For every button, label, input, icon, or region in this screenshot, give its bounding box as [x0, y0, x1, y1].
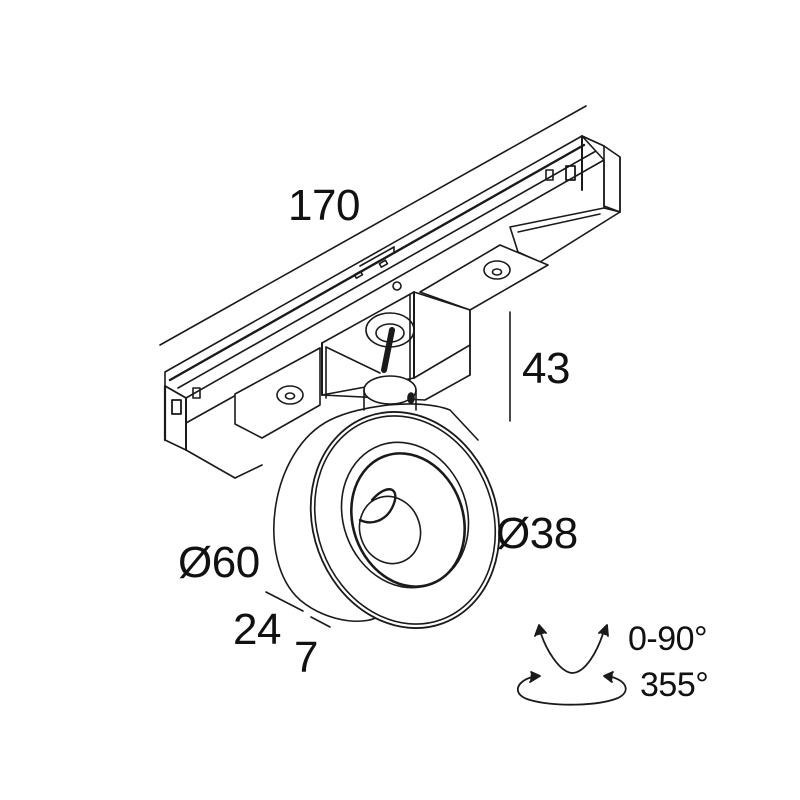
depth-label: 24	[233, 605, 281, 654]
inset-dimension-line	[310, 616, 331, 628]
mounting-bracket	[234, 244, 549, 439]
tilt-arrows-icon	[534, 624, 609, 674]
spotlight-head	[273, 403, 501, 629]
rotation-arrow-icon	[516, 671, 627, 706]
length-dimension-line	[159, 105, 587, 346]
height-label: 43	[522, 344, 570, 393]
length-label: 170	[288, 181, 360, 230]
head-diameter-label: Ø60	[178, 538, 260, 587]
tilt-range-label: 0-90°	[628, 620, 708, 658]
inner-diameter-label: Ø38	[496, 509, 578, 558]
track-adapter	[163, 135, 621, 479]
depth-dimension-line	[265, 591, 304, 612]
pan-range-label: 355°	[640, 666, 709, 704]
inset-label: 7	[294, 633, 318, 682]
